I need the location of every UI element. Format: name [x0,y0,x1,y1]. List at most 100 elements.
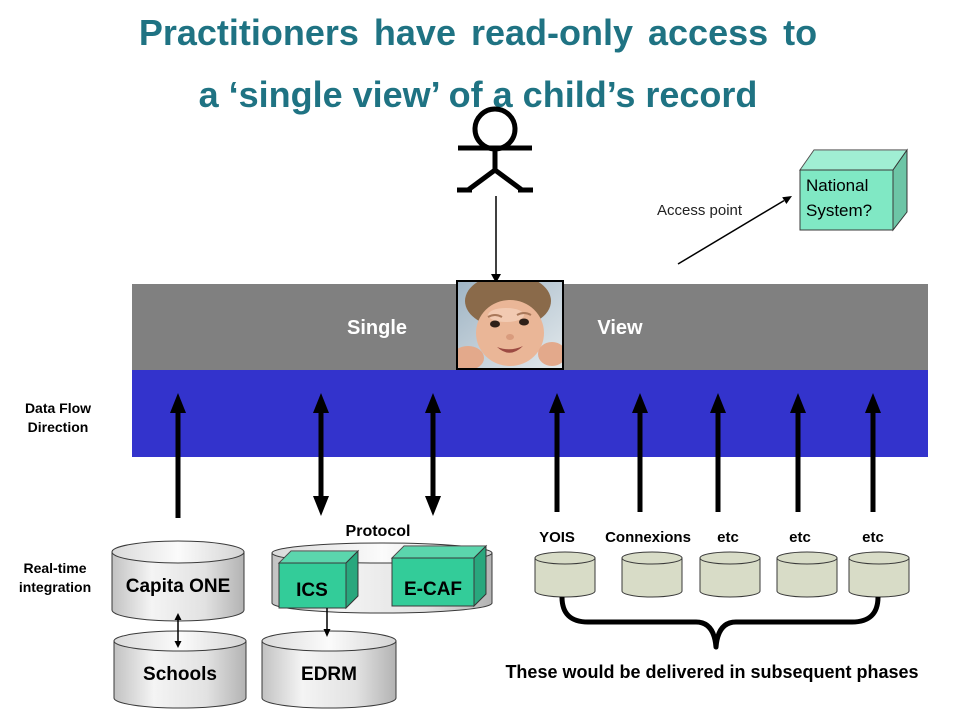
data-flow-arrow-ecaf [425,393,441,516]
future-systems-brace [559,596,881,650]
ics-label: ICS [296,580,328,601]
stick-figure-right-leg [493,167,524,193]
data-flow-arrow-etc-1-head [710,393,726,413]
future-database-etc-2-body [776,557,838,598]
child-photo-right-eye [519,318,529,326]
data-flow-direction-label-line-2: Direction [28,419,89,435]
ics-box-front [278,562,347,609]
future-database-etc-1-top [699,551,761,565]
future-system-label-etc-3: etc [862,529,884,546]
national-system-box-front [799,169,894,231]
future-database-etc-1 [699,551,761,598]
data-flow-arrow-etc-2 [790,393,806,512]
ecaf-box-top-shade [392,546,486,558]
ics-box: ICS [277,549,360,610]
capita-one-database-top [111,540,245,564]
future-database-yois [534,551,596,598]
future-database-connexions [621,551,683,598]
future-database-connexions-top [621,551,683,565]
single-view-label-left: Single [347,317,407,339]
capita-one-database-body [111,551,245,622]
protocol-label: Protocol [346,523,411,540]
data-flow-arrow-etc-3 [865,393,881,512]
data-flow-arrow-connexions [632,393,648,512]
access-point-label: Access point [657,202,743,219]
future-systems-note: These would be delivered in subsequent p… [505,662,918,682]
slide-title-line-1: Practitioners have read-only access to [139,12,817,53]
data-flow-arrow-yois-head [549,393,565,413]
data-flow-arrow-capita-head [170,393,186,413]
ics-edrm-arrow [323,608,331,637]
ecaf-box-front [391,557,475,607]
access-point-arrow-line [677,199,785,265]
child-photo-mouth [497,346,523,353]
schools-label: Schools [143,664,217,685]
data-flow-arrow-etc-3-head [865,393,881,413]
child-photo-left-hand [457,346,484,369]
ecaf-label: E-CAF [404,579,462,600]
slide-title-line-2: a ‘single view’ of a child’s record [199,74,758,115]
child-photo [457,281,563,369]
child-photo-border [456,280,564,370]
ics-box-side-shade [346,551,358,608]
data-flow-arrow-etc-1 [710,393,726,512]
child-photo-forehead-highlight [488,308,524,322]
capita-schools-sync-arrow-head-down [174,641,182,648]
child-photo-nose [506,334,514,340]
data-flow-arrow-yois [549,393,565,512]
future-database-connexions-body [621,557,683,598]
data-flow-arrow-ics [313,393,329,516]
data-flow-arrow-ecaf-head-up [425,393,441,413]
data-flow-direction-label-line-1: Data Flow [25,400,91,416]
national-system-box-side-shade [893,150,907,230]
capita-one-database: Capita ONE [111,540,245,622]
stick-figure-head [472,106,518,152]
future-database-yois-top [534,551,596,565]
ecaf-box-side-shade [474,546,486,606]
future-database-etc-3 [848,551,910,598]
data-flow-band [132,370,928,457]
schools-database-body [113,640,247,709]
ics-box-top-shade [279,551,358,563]
practitioner-access-arrow-head [491,274,501,283]
practitioner-access-arrow [491,196,501,283]
child-photo-right-hand [538,342,563,366]
access-point-arrow-head [782,196,792,204]
future-database-yois-body [534,557,596,598]
future-system-label-etc-2: etc [789,529,811,546]
data-flow-arrow-ecaf-head-down [425,496,441,516]
single-view-label-right: View [597,317,643,339]
national-system-label-line-1: National [806,176,868,195]
future-database-etc-1-body [699,557,761,598]
future-database-etc-3-body [848,557,910,598]
data-flow-arrow-etc-2-head [790,393,806,413]
future-system-label-connexions: Connexions [605,529,691,546]
real-time-integration-label-line-2: integration [19,579,91,595]
child-photo-left-eye [490,320,500,328]
data-flow-arrow-ics-head-up [313,393,329,413]
practitioner-stick-figure-icon [457,106,533,193]
capita-one-label: Capita ONE [126,576,231,597]
stick-figure-left-leg [466,167,497,193]
edrm-database-top [261,630,397,652]
data-flow-arrow-ics-head-down [313,496,329,516]
capita-schools-sync-arrow-head-up [174,613,182,620]
real-time-integration-label-line-1: Real-time [23,560,86,576]
child-photo-left-brow [487,314,503,318]
data-flow-arrow-connexions-head [632,393,648,413]
national-system-box: National System? [799,148,908,232]
future-system-label-etc-1: etc [717,529,739,546]
national-system-label-line-2: System? [806,201,872,220]
edrm-label: EDRM [301,664,357,685]
ics-edrm-arrow-head [323,629,331,637]
future-system-label-yois: YOIS [539,529,575,546]
future-database-etc-3-top [848,551,910,565]
ecaf-box: E-CAF [390,544,488,608]
national-system-box-top-shade [800,150,907,170]
edrm-database-body [261,640,397,709]
access-point-arrow [677,196,792,265]
capita-schools-sync-arrow [174,613,182,648]
edrm-database: EDRM [261,630,397,709]
data-flow-arrow-capita [170,393,186,518]
